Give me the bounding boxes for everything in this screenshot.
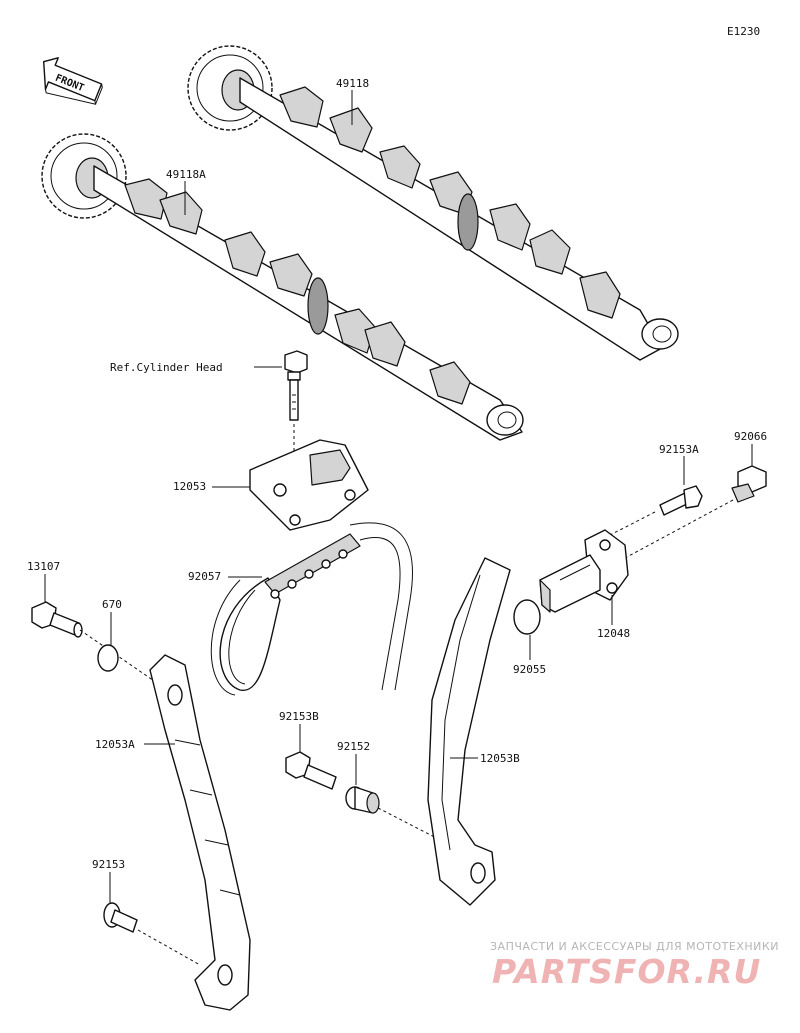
part-label-12053: 12053 — [173, 480, 206, 493]
part-label-92152: 92152 — [337, 740, 370, 753]
part-label-92057: 92057 — [188, 570, 221, 583]
pivot-bolt-92153 — [103, 902, 138, 933]
part-label-12053A: 12053A — [95, 738, 135, 751]
tensioner-12048 — [539, 529, 629, 613]
part-label-13107: 13107 — [27, 560, 60, 573]
camshaft-49118A — [41, 133, 524, 441]
part-label-92153A: 92153A — [659, 443, 699, 456]
o-ring-92055 — [513, 599, 541, 635]
part-label-92066: 92066 — [734, 430, 767, 443]
part-label-92055: 92055 — [513, 663, 546, 676]
part-label-92153B: 92153B — [279, 710, 319, 723]
front-arrow-icon: FRONT — [43, 57, 103, 105]
o-ring-670 — [97, 644, 119, 672]
cam-chain-92057 — [210, 522, 413, 696]
watermark-brand: PARTSFOR.RU — [492, 952, 761, 991]
pivot-bolt-13107 — [31, 601, 83, 638]
part-label-12053B: 12053B — [480, 752, 520, 765]
diagram-code: E1230 — [727, 25, 760, 38]
part-label-12048: 12048 — [597, 627, 630, 640]
chain-guide-12053 — [249, 439, 369, 531]
camshaft-49118 — [187, 45, 679, 361]
chain-guide-12053A — [149, 654, 251, 1011]
watermark-tagline: ЗАПЧАСТИ И АКСЕССУАРЫ ДЛЯ МОТОТЕХНИКИ — [490, 940, 779, 953]
tensioner-bolt-92153A — [659, 485, 703, 516]
collar-92152 — [345, 786, 380, 814]
part-label-49118A: 49118A — [166, 168, 206, 181]
part-label-670: 670 — [102, 598, 122, 611]
cap-bolt-92066 — [731, 465, 767, 503]
part-label-49118: 49118 — [336, 77, 369, 90]
cylinder-head-bolt — [284, 350, 308, 421]
part-label-92153: 92153 — [92, 858, 125, 871]
reference-label: Ref.Cylinder Head — [110, 361, 223, 374]
pivot-bolt-92153B — [285, 751, 337, 790]
chain-guide-12053B — [427, 557, 511, 906]
